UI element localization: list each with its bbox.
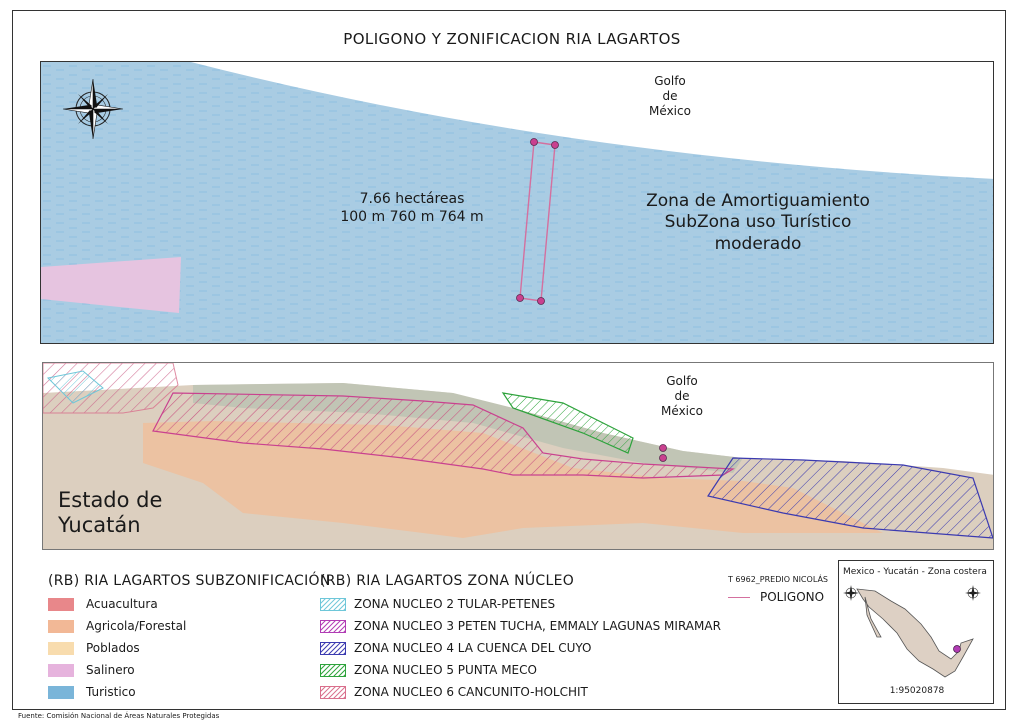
legend-label: ZONA NUCLEO 2 TULAR-PETENES — [354, 597, 556, 611]
predio-line-label: POLIGONO — [760, 590, 825, 604]
legend-item: ZONA NUCLEO 2 TULAR-PETENES — [320, 593, 721, 615]
legend-item: ZONA NUCLEO 4 LA CUENCA DEL CUYO — [320, 637, 721, 659]
zona-nucleo-5-area — [501, 392, 634, 454]
top-map[interactable] — [40, 61, 994, 344]
hatch-swatch — [320, 597, 346, 611]
top-map-canvas — [41, 62, 993, 343]
polygon-vertex[interactable] — [551, 141, 559, 149]
legend-item: Acuacultura — [48, 593, 186, 615]
polygon-vertex[interactable] — [530, 138, 538, 146]
state-label-line: Estado de — [58, 488, 163, 512]
zone-label-line: moderado — [714, 233, 802, 254]
bottom-map[interactable] — [42, 362, 994, 550]
legend-swatch — [48, 641, 74, 655]
legend-label: ZONA NUCLEO 4 LA CUENCA DEL CUYO — [354, 641, 592, 655]
polygon-location-marker[interactable] — [659, 454, 667, 462]
legend-label: ZONA NUCLEO 6 CANCUNITO-HOLCHIT — [354, 685, 588, 699]
legend-item: Poblados — [48, 637, 186, 659]
legend-item: Salinero — [48, 659, 186, 681]
legend-item: Turistico — [48, 681, 186, 703]
gulf-label-line: Golfo — [666, 374, 698, 388]
legend-label: Poblados — [86, 641, 140, 655]
state-label-line: Yucatán — [58, 513, 141, 538]
location-marker — [953, 645, 961, 653]
inset-title: Mexico - Yucatán - Zona costera — [843, 567, 987, 577]
agricola-forestal-area — [143, 421, 883, 538]
hatch-swatch — [320, 641, 346, 655]
zone-label: Zona de Amortiguamiento SubZona uso Turí… — [628, 191, 888, 255]
map-frame — [12, 10, 1006, 710]
gulf-label-line: México — [661, 404, 703, 418]
zone-label-line: SubZona uso Turístico — [664, 212, 852, 233]
compass-icon — [843, 585, 859, 601]
salinero-area — [41, 257, 181, 313]
legend-label: Turistico — [86, 685, 136, 699]
bottom-gulf-label: Golfo de México — [642, 374, 722, 419]
mexico-outline — [856, 588, 974, 678]
legend-swatch — [48, 619, 74, 633]
bottom-map-canvas — [43, 363, 993, 549]
top-map-sea — [41, 62, 993, 343]
hatch-swatch — [320, 663, 346, 677]
legend-swatch — [48, 597, 74, 611]
area-hectares: 7.66 hectáreas — [359, 191, 465, 207]
legend-label: Agricola/Forestal — [86, 619, 187, 633]
legend-zona-nucleo-title: (RB) RIA LAGARTOS ZONA NÚCLEO — [320, 573, 575, 589]
state-label: Estado de Yucatán — [58, 488, 218, 538]
area-dimensions: 100 m 760 m 764 m — [340, 208, 484, 225]
legend-item: ZONA NUCLEO 3 PETEN TUCHA, EMMALY LAGUNA… — [320, 615, 721, 637]
zona-nucleo-4-area — [707, 457, 993, 539]
legend-swatch — [48, 663, 74, 677]
polygon-vertex[interactable] — [516, 294, 524, 302]
source-note: Fuente: Comisión Nacional de Áreas Natur… — [18, 712, 220, 720]
legend-item: Agricola/Forestal — [48, 615, 186, 637]
gulf-label-line: Golfo — [654, 74, 686, 88]
hatch-swatch — [320, 619, 346, 633]
legend-swatch — [48, 685, 74, 699]
inset-scale: 1:95020878 — [889, 686, 945, 696]
predio-line-swatch — [728, 596, 750, 598]
north-arrow-icon — [62, 78, 124, 140]
hatch-swatch — [320, 685, 346, 699]
gulf-label-line: de — [674, 389, 690, 403]
legend-label: ZONA NUCLEO 3 PETEN TUCHA, EMMALY LAGUNA… — [354, 619, 721, 633]
baja-california-outline — [864, 596, 882, 638]
compass-icon — [965, 585, 981, 601]
zone-label-line: Zona de Amortiguamiento — [646, 191, 870, 211]
top-gulf-label: Golfo de México — [630, 74, 710, 119]
legend-label: Acuacultura — [86, 597, 158, 611]
gulf-label-line: México — [649, 104, 691, 118]
legend-subzonificacion-title: (RB) RIA LAGARTOS SUBZONIFICACIÓN — [48, 573, 331, 589]
area-label: 7.66 hectáreas 100 m 760 m 764 m — [322, 191, 502, 226]
inset-canvas — [843, 585, 981, 678]
legend-label: ZONA NUCLEO 5 PUNTA MECO — [354, 663, 537, 677]
zona-nucleo-2-area — [46, 370, 104, 404]
legend-zona-nucleo: ZONA NUCLEO 2 TULAR-PETENES ZONA NUCLEO … — [320, 593, 721, 703]
legend-subzonificacion: Acuacultura Agricola/Forestal Poblados S… — [48, 593, 186, 703]
gulf-label-line: de — [662, 89, 678, 103]
legend-item: ZONA NUCLEO 5 PUNTA MECO — [320, 659, 721, 681]
predio-heading: T 6962_PREDIO NICOLÁS — [728, 575, 829, 584]
map-title: POLIGONO Y ZONIFICACION RIA LAGARTOS — [343, 30, 681, 48]
polygon-location-marker[interactable] — [659, 444, 667, 452]
inset-map[interactable]: Mexico - Yucatán - Zona costera 1:950208… — [838, 560, 994, 704]
polygon-vertex[interactable] — [537, 297, 545, 305]
predio-legend-item: POLIGONO — [728, 590, 824, 604]
legend-label: Salinero — [86, 663, 135, 677]
legend-item: ZONA NUCLEO 6 CANCUNITO-HOLCHIT — [320, 681, 721, 703]
